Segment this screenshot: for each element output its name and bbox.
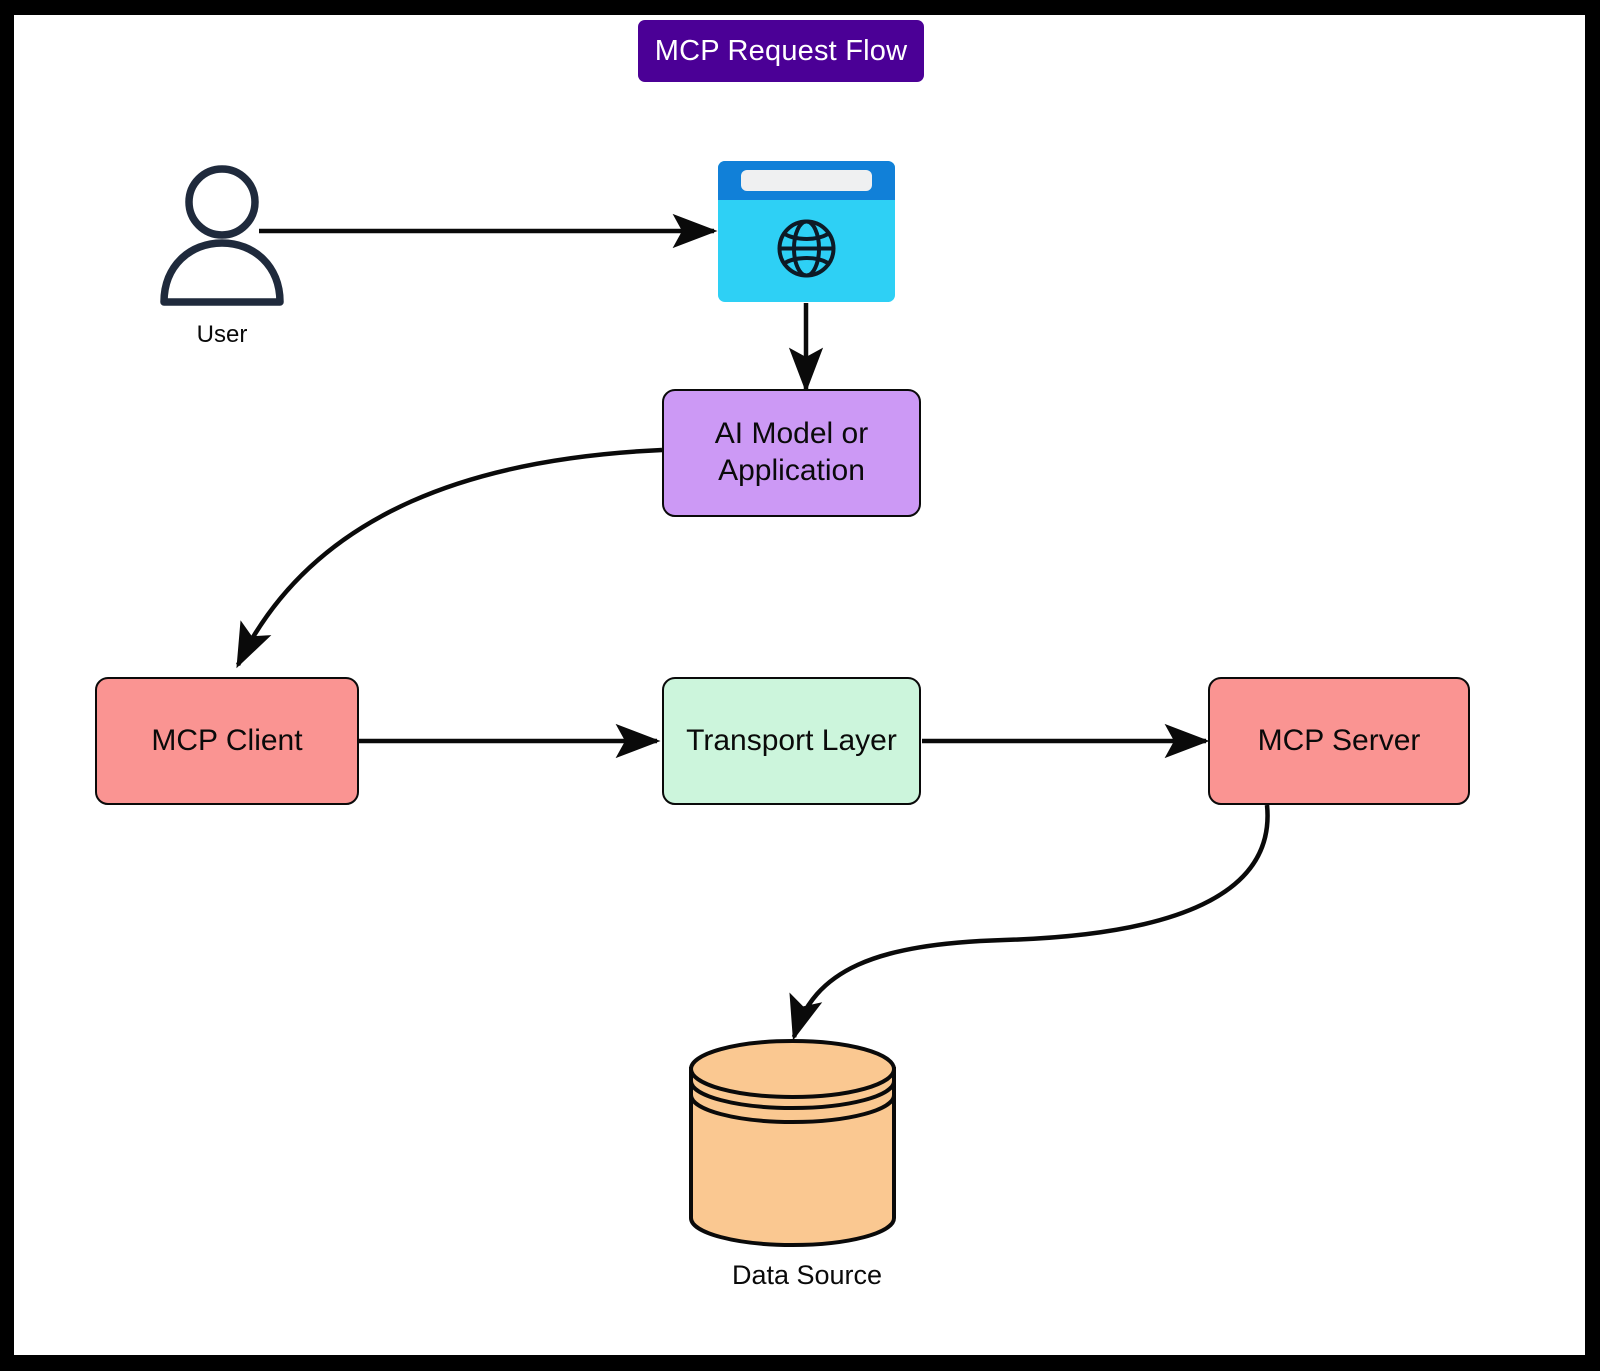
browser-url-bar[interactable]: [741, 170, 872, 191]
node-mcp-client-label: MCP Client: [151, 723, 303, 757]
node-data-source-label: Data Source: [731, 1260, 883, 1290]
globe-icon: [777, 219, 836, 278]
node-ai-model-or-application-label: AI Model or Application: [714, 417, 869, 487]
user-icon: [160, 165, 284, 306]
diagram-title: MCP Request Flow: [654, 34, 908, 67]
node-data-source[interactable]: [688, 1037, 897, 1250]
diagram-canvas: MCP Request Flow: [14, 15, 1585, 1355]
node-mcp-client[interactable]: MCP Client: [95, 677, 359, 805]
node-mcp-server-label: MCP Server: [1257, 723, 1421, 757]
edge-ai-model-to-mcp-client: [235, 447, 663, 669]
edge-mcp-server-to-data-source: [789, 804, 1270, 1041]
node-browser-window[interactable]: [718, 161, 895, 302]
connector-layer: [235, 213, 1270, 1041]
mcp-request-flow-diagram: MCP Request Flow: [14, 15, 1585, 1355]
diagram-title-banner: MCP Request Flow: [638, 20, 924, 82]
node-mcp-server[interactable]: MCP Server: [1208, 677, 1470, 805]
node-user-label: User: [196, 321, 248, 348]
database-icon: [689, 1039, 896, 1248]
node-ai-model-or-application[interactable]: AI Model or Application: [662, 389, 921, 517]
node-user[interactable]: [155, 162, 289, 310]
node-transport-layer[interactable]: Transport Layer: [662, 677, 921, 805]
node-transport-layer-label: Transport Layer: [686, 723, 897, 757]
